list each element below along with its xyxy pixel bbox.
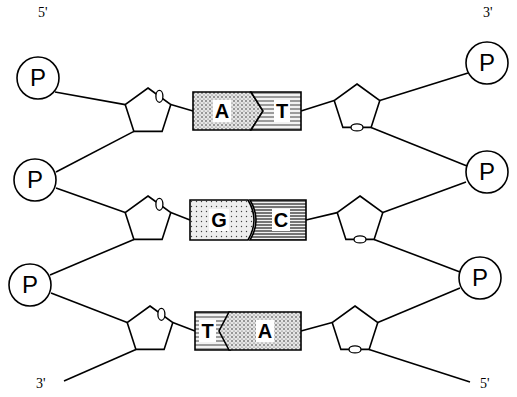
end-label: 3' xyxy=(36,377,46,391)
outline xyxy=(466,151,508,193)
base-letter: T xyxy=(274,100,290,122)
sugar-ring xyxy=(125,84,383,349)
end-label: 3' xyxy=(483,6,493,20)
end-label: 5' xyxy=(480,377,490,391)
end-label: 5' xyxy=(38,6,48,20)
phosphate-circle: P xyxy=(8,263,52,307)
outline xyxy=(14,159,56,201)
outline xyxy=(251,92,301,130)
phosphate-label: P xyxy=(22,273,38,297)
phosphate-label: P xyxy=(27,168,43,192)
base-block: G xyxy=(190,200,254,240)
base-block: C xyxy=(250,200,306,240)
phosphate-circle: P xyxy=(16,56,60,100)
outline xyxy=(190,200,254,240)
base-letter: G xyxy=(209,209,229,231)
outline xyxy=(466,42,508,84)
base-letter: A xyxy=(213,100,231,122)
phosphate-circle: P xyxy=(458,256,502,300)
outline xyxy=(250,200,306,240)
phosphate-label: P xyxy=(479,160,495,184)
outline xyxy=(9,264,51,306)
base-letter: C xyxy=(272,209,290,231)
oxygen-atom xyxy=(156,90,366,353)
phosphate-label: P xyxy=(472,266,488,290)
outline xyxy=(17,57,59,99)
base-block: A xyxy=(219,312,301,350)
outline xyxy=(459,257,501,299)
phosphate-circle: P xyxy=(13,158,57,202)
base-block: A xyxy=(193,92,263,130)
phosphate-circle: P xyxy=(465,150,509,194)
phosphate-label: P xyxy=(479,51,495,75)
base-letter: A xyxy=(256,320,274,342)
outline xyxy=(219,312,301,350)
outline xyxy=(193,92,263,130)
base-letter: T xyxy=(199,320,215,342)
phosphate-label: P xyxy=(30,66,46,90)
phosphate-circle: P xyxy=(465,41,509,85)
base-block: T xyxy=(251,92,301,130)
backbone xyxy=(50,73,470,382)
